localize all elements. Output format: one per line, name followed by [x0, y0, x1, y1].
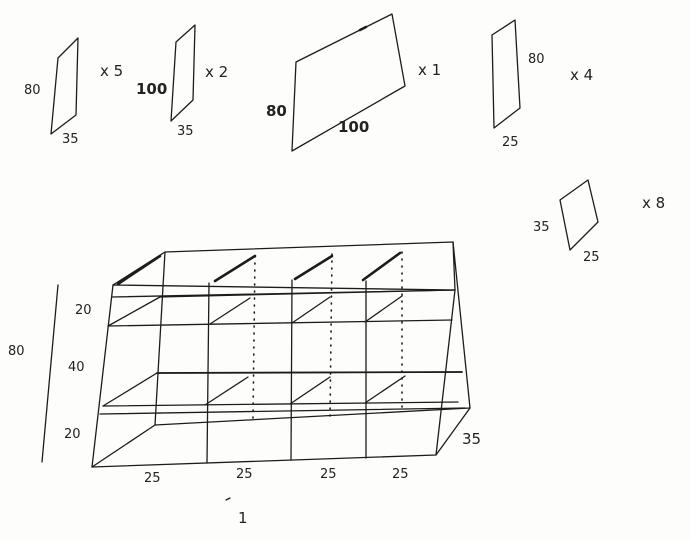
depth-label: 35	[462, 430, 481, 448]
panel-outline	[50, 37, 79, 135]
row-height-label-bottom: 20	[64, 427, 81, 442]
part-width-label: 25	[502, 135, 519, 150]
part-quantity-label: x 1	[418, 61, 441, 79]
total-height-label: 80	[8, 344, 25, 359]
part-quantity-label: x 4	[570, 66, 593, 84]
column-width-label: 25	[392, 467, 409, 482]
panel-outline	[491, 19, 521, 129]
divider	[290, 279, 293, 461]
part-width-label: 100	[338, 118, 369, 136]
assembled-shelf-unit: 80 20 40 20	[8, 241, 481, 527]
part-shelf-35x25: 35 25 x 8	[533, 179, 665, 265]
part-quantity-label: x 2	[205, 63, 228, 81]
part-panel-80x25: 80 25 x 4	[491, 19, 593, 150]
part-panel-80x35: 80 35 x 5	[24, 37, 123, 147]
part-height-label: 35	[533, 220, 550, 235]
panel-outline	[170, 24, 196, 122]
total-height-line	[41, 284, 59, 463]
part-height-label: 80	[24, 83, 41, 98]
part-width-label: 35	[62, 132, 79, 147]
part-quantity-label: x 8	[642, 194, 665, 212]
figure-number: 1	[238, 509, 248, 527]
part-height-label: 80	[266, 102, 287, 120]
column-width-label: 25	[236, 467, 253, 482]
panel-outline	[559, 179, 599, 251]
part-width-label: 25	[583, 250, 600, 265]
part-panel-100x35: 100 35 x 2	[136, 24, 228, 139]
part-height-label: 100	[136, 80, 167, 98]
part-quantity-label: x 5	[100, 62, 123, 80]
column-width-label: 25	[144, 471, 161, 486]
unit-front-frame	[91, 284, 456, 468]
part-width-label: 35	[177, 124, 194, 139]
part-back-panel-80x100: 80 100 x 1	[266, 13, 441, 152]
row-height-label-middle: 40	[68, 360, 85, 375]
column-width-label: 25	[320, 467, 337, 482]
part-height-label: 80	[528, 52, 545, 67]
divider	[206, 282, 210, 464]
row-height-label-top: 20	[75, 303, 92, 318]
